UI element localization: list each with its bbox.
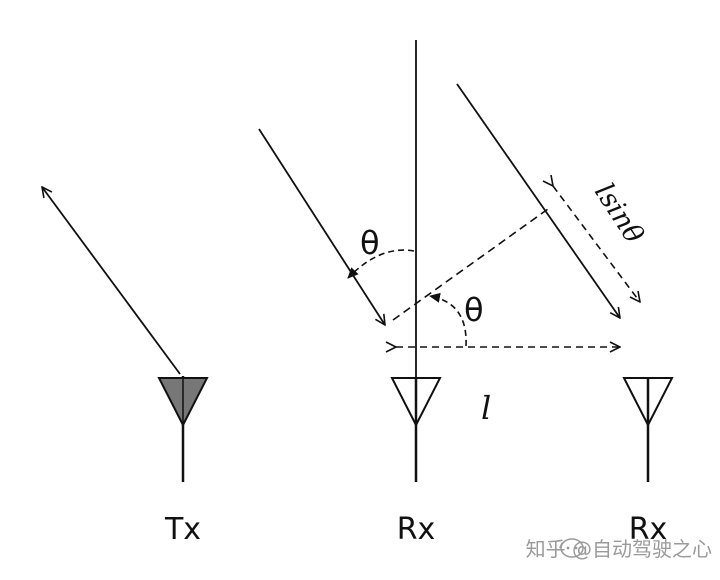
theta-label-left: θ <box>360 224 380 262</box>
tx-label: Tx <box>164 512 201 547</box>
tx-ray <box>42 187 181 375</box>
rx1-antenna <box>390 377 442 482</box>
path-difference-label: lsinθ <box>588 178 649 249</box>
path-difference-arrow <box>553 186 640 302</box>
incoming-ray-rx1 <box>258 128 385 325</box>
watermark-text: 知乎 @自动驾驶之心 <box>526 537 712 561</box>
spacing-label: l <box>481 389 491 427</box>
rx2-label: Rx <box>629 512 668 547</box>
wavefront-line <box>392 208 549 321</box>
bubble-icon <box>560 538 584 558</box>
rx1-label: Rx <box>397 512 436 547</box>
theta-arc-right <box>429 292 467 347</box>
theta-arc-left <box>347 249 415 279</box>
watermark: 知乎 @自动驾驶之心 <box>526 537 712 561</box>
tx-antenna <box>157 376 209 482</box>
theta-label-right: θ <box>464 291 484 329</box>
rx2-antenna <box>622 377 674 482</box>
